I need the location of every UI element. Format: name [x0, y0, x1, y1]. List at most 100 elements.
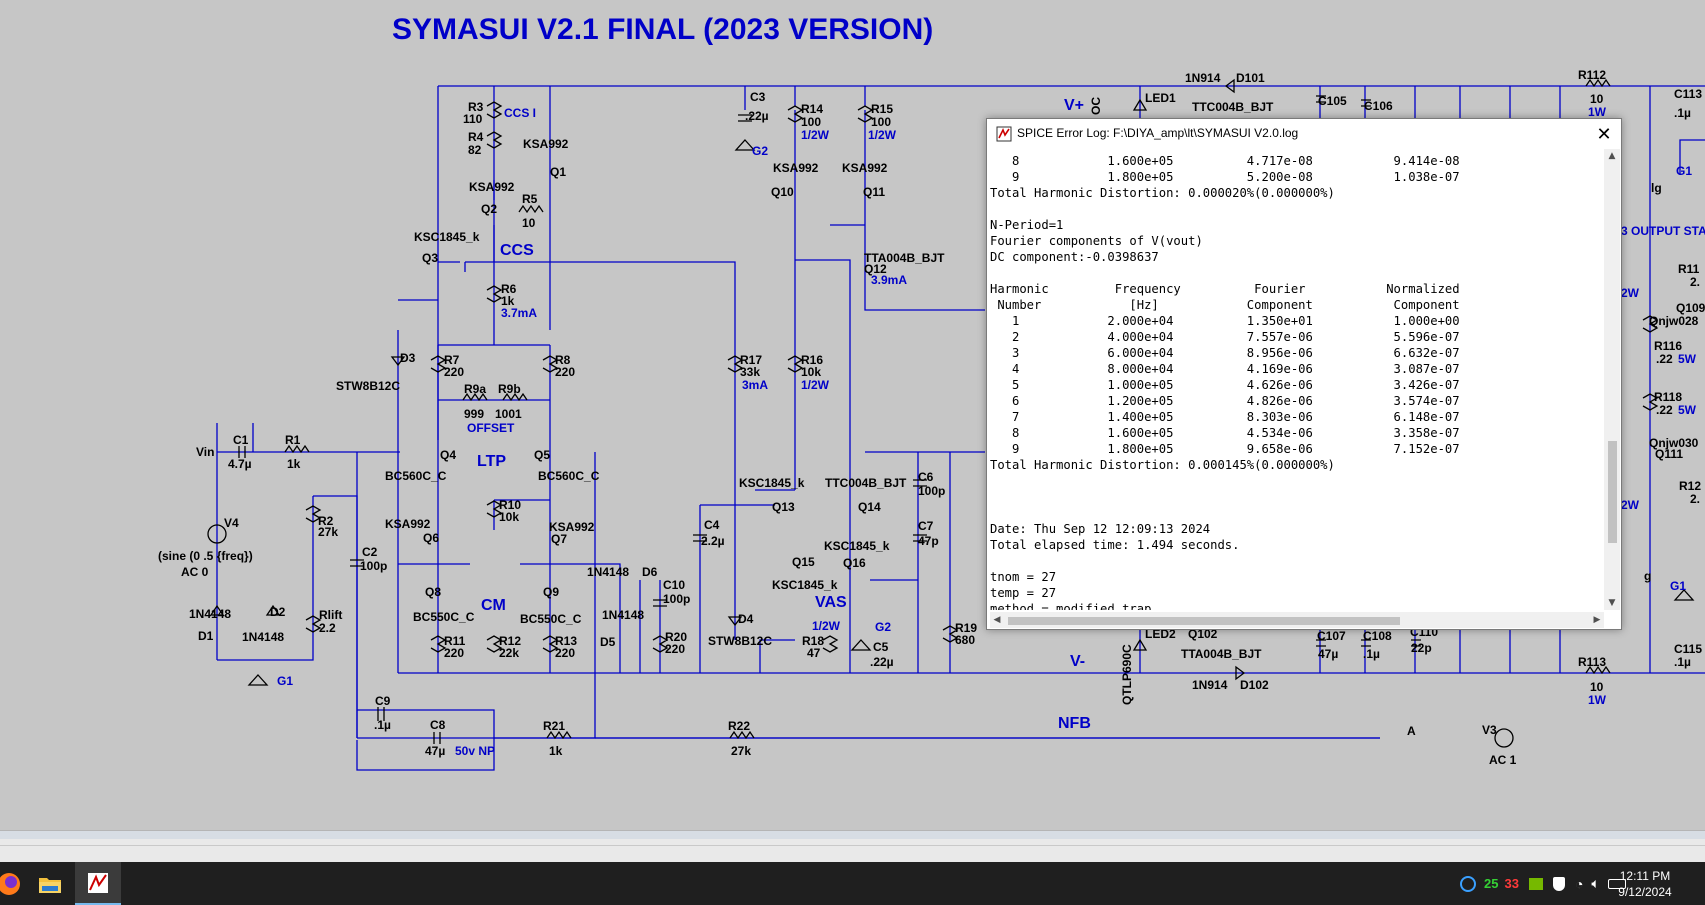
- label-r3: R3: [468, 100, 484, 114]
- value-c115: .1µ: [1674, 655, 1691, 669]
- label-c115: C115: [1674, 642, 1702, 656]
- label-r1: R1: [285, 433, 301, 447]
- part-q12: TTA004B_BJT: [864, 251, 945, 265]
- shield-icon[interactable]: [1552, 876, 1565, 891]
- part-q7: KSA992: [549, 520, 595, 534]
- value-r12: 22k: [499, 646, 519, 660]
- value-r3: 110: [463, 112, 483, 126]
- label-c2: C2: [362, 545, 378, 559]
- note-ccsi: CCS I: [504, 106, 536, 120]
- value-c9: .1µ: [374, 718, 391, 732]
- note-r16: 1/2W: [801, 378, 830, 392]
- label-c3: C3: [750, 90, 766, 104]
- horizontal-scrollbar[interactable]: [0, 831, 1705, 839]
- label-lg: lg: [1651, 181, 1662, 195]
- value-v4-ac: AC 0: [181, 565, 209, 579]
- note-ltp: LTP: [477, 453, 506, 470]
- battery-icon[interactable]: [1607, 878, 1626, 889]
- part-q101: TTC004B_BJT: [1192, 100, 1274, 114]
- part-q16: KSC1845_k: [824, 539, 890, 553]
- note-2w-a: 2W: [1621, 286, 1640, 300]
- firefox-icon[interactable]: [0, 862, 32, 905]
- label-r11x: R11: [1678, 262, 1700, 276]
- value-r21: 1k: [549, 744, 563, 758]
- label-q14: Q14: [858, 500, 881, 514]
- wifi-icon[interactable]: ◔: [1574, 875, 1584, 892]
- label-d6: D6: [642, 565, 658, 579]
- label-q102: Q102: [1188, 627, 1218, 641]
- file-explorer-icon[interactable]: [27, 862, 73, 905]
- system-tray: 25 33 ◔ 🔈︎: [1460, 862, 1626, 905]
- hscroll-thumb[interactable]: [1008, 617, 1400, 625]
- label-r5: R5: [522, 192, 538, 206]
- node-a: A: [1407, 724, 1416, 738]
- cpu-temp[interactable]: 25: [1484, 876, 1499, 891]
- scroll-right-icon[interactable]: ▶: [1593, 615, 1601, 625]
- note-r15: 1/2W: [868, 128, 897, 142]
- volume-icon[interactable]: 🔈︎: [1591, 875, 1600, 891]
- label-d2: D2: [270, 605, 286, 619]
- value-r15: 100: [871, 115, 891, 129]
- value-v4: (sine (0 .5 {freq}): [158, 549, 253, 563]
- spice-error-log-window[interactable]: SPICE Error Log: F:\DIYA_amp\lt\SYMASUI …: [986, 118, 1622, 630]
- label-r14: R14: [801, 102, 823, 116]
- label-q8: Q8: [425, 585, 441, 599]
- value-r13: 220: [555, 646, 575, 660]
- note-r6-current: 3.7mA: [501, 306, 537, 320]
- label-r8: R8: [555, 353, 571, 367]
- taskbar-clock[interactable]: 12:11 PM 9/12/2024: [1605, 868, 1685, 900]
- label-q6: Q6: [423, 531, 439, 545]
- value-r7: 220: [444, 365, 464, 379]
- log-horizontal-scrollbar[interactable]: ◀ ▶: [990, 612, 1604, 628]
- value-r12x: 2.: [1690, 492, 1700, 506]
- close-icon[interactable]: ✕: [1596, 123, 1612, 145]
- vertical-scrollbar[interactable]: ▲ ▼: [1604, 149, 1620, 610]
- label-d5: D5: [600, 635, 616, 649]
- label-c9: C9: [375, 694, 391, 708]
- log-title: SPICE Error Log: F:\DIYA_amp\lt\SYMASUI …: [1017, 126, 1299, 140]
- log-text: 8 1.600e+05 4.717e-08 9.414e-08 9 1.800e…: [990, 154, 1460, 610]
- note-c8: 50v NP: [455, 744, 495, 758]
- clock-date: 9/12/2024: [1618, 885, 1672, 899]
- log-titlebar[interactable]: SPICE Error Log: F:\DIYA_amp\lt\SYMASUI …: [987, 119, 1621, 149]
- label-q5: Q5: [534, 448, 550, 462]
- gpu-temp[interactable]: 33: [1504, 876, 1519, 891]
- value-r22: 27k: [731, 744, 751, 758]
- label-r6: R6: [501, 282, 517, 296]
- part-q8: BC550C_C: [413, 610, 475, 624]
- note-cm: CM: [481, 597, 506, 614]
- label-d101: D101: [1236, 71, 1265, 85]
- value-c7: 47p: [918, 534, 939, 548]
- ltspice-icon[interactable]: [75, 862, 121, 905]
- part-d3: STW8B12C: [336, 379, 400, 393]
- label-r2: R2: [318, 514, 334, 528]
- value-r5: 10: [522, 216, 536, 230]
- scroll-left-icon[interactable]: ◀: [993, 615, 1001, 625]
- label-r20: R20: [665, 630, 687, 644]
- log-content[interactable]: 8 1.600e+05 4.717e-08 9.414e-08 9 1.800e…: [990, 149, 1604, 610]
- nvidia-icon[interactable]: [1528, 877, 1543, 890]
- value-r116: .22: [1656, 352, 1673, 366]
- label-r19: R19: [955, 621, 977, 635]
- label-c107: C107: [1317, 629, 1346, 643]
- label-r18: R18: [802, 634, 824, 648]
- label-d3: D3: [400, 351, 416, 365]
- ground-g1: G1: [277, 674, 293, 688]
- label-r22: R22: [728, 719, 750, 733]
- divider: [0, 845, 1705, 846]
- ground-g2-b: G2: [875, 620, 891, 634]
- value-c5: .22µ: [870, 655, 894, 669]
- part-q111: Qnjw030: [1649, 436, 1699, 450]
- label-r116: R116: [1654, 339, 1682, 353]
- label-r12: R12: [499, 634, 521, 648]
- value-c107: 47µ: [1318, 647, 1338, 661]
- note-r18: 1/2W: [812, 619, 841, 633]
- scroll-thumb[interactable]: [1608, 441, 1617, 543]
- weather-icon[interactable]: [1460, 875, 1476, 892]
- schematic-canvas[interactable]: SYMASUI V2.1 FINAL (2023 VERSION): [0, 0, 1705, 830]
- scroll-down-icon[interactable]: ▼: [1608, 598, 1616, 608]
- scroll-up-icon[interactable]: ▲: [1608, 151, 1616, 161]
- label-q10: Q10: [771, 185, 794, 199]
- note-r116: 5W: [1678, 352, 1697, 366]
- part-d2: 1N4148: [242, 630, 284, 644]
